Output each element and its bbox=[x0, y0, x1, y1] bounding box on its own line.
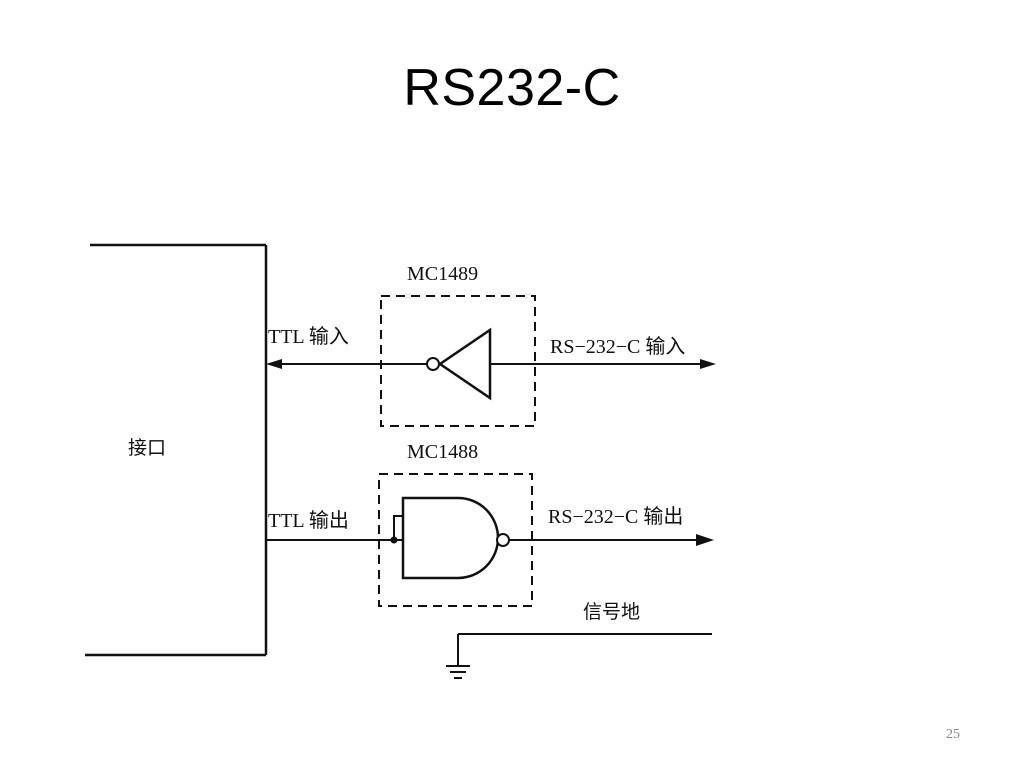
rs232-input-label: RS−232−C 输入 bbox=[550, 335, 685, 358]
receiver-inverter-symbol bbox=[437, 327, 492, 401]
receiver-inversion-bubble bbox=[426, 357, 440, 371]
driver-nand-symbol bbox=[401, 496, 500, 580]
rs232-input-arrow bbox=[700, 359, 716, 369]
ttl-input-label: TTL 输入 bbox=[268, 325, 349, 348]
interface-block bbox=[85, 243, 268, 657]
signal-ground-label: 信号地 bbox=[583, 601, 640, 623]
rs232-output-arrow bbox=[696, 534, 714, 546]
mc1489-label: MC1489 bbox=[407, 263, 478, 285]
mc1489-box bbox=[380, 295, 536, 427]
rs232-output-label: RS−232−C 输出 bbox=[548, 505, 683, 528]
ground-symbol bbox=[446, 665, 470, 679]
ttl-output-label: TTL 输出 bbox=[268, 509, 349, 532]
page-number: 25 bbox=[946, 727, 960, 742]
interface-label: 接口 bbox=[128, 437, 166, 459]
mc1488-label: MC1488 bbox=[407, 441, 478, 463]
driver-inversion-bubble bbox=[496, 533, 510, 547]
slide-title: RS232-C bbox=[403, 59, 621, 117]
driver-input-tie bbox=[393, 515, 403, 541]
ttl-input-arrow bbox=[266, 359, 282, 369]
